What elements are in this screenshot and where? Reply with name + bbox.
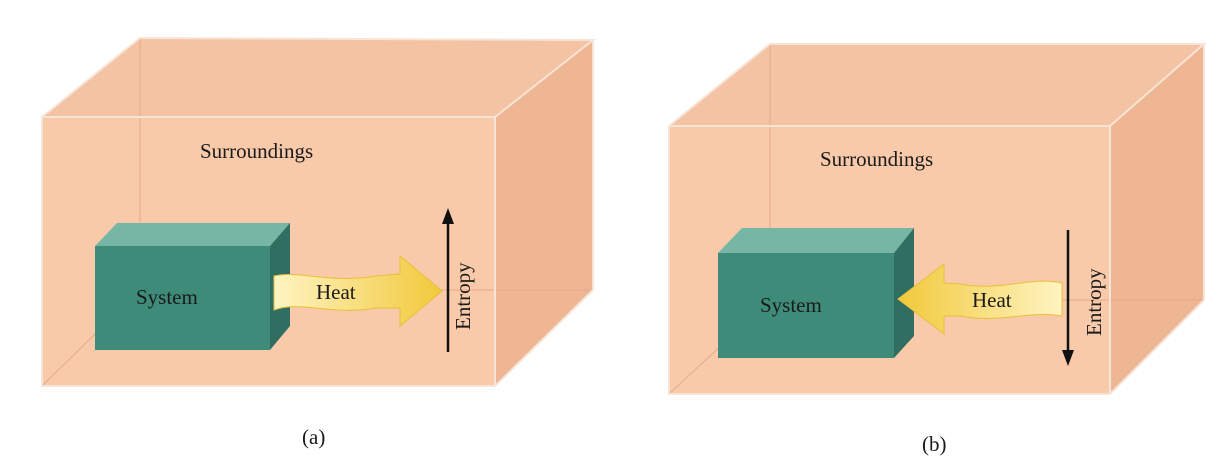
system-top-a bbox=[95, 223, 290, 246]
system-top-b bbox=[718, 228, 914, 253]
system-side-b bbox=[894, 228, 914, 358]
system-label-a: System bbox=[136, 285, 198, 309]
heat-label-b: Heat bbox=[972, 288, 1012, 312]
caption-a: (a) bbox=[302, 425, 325, 449]
system-front-a bbox=[95, 246, 270, 350]
system-label-b: System bbox=[760, 293, 822, 317]
heat-label-a: Heat bbox=[316, 280, 356, 304]
entropy-arrowhead-down-b bbox=[1062, 350, 1074, 366]
entropy-label-b: Entropy bbox=[1082, 268, 1106, 336]
entropy-label-a: Entropy bbox=[451, 262, 475, 330]
surroundings-top-face-b bbox=[669, 44, 1204, 126]
box-edges-b bbox=[668, 43, 1206, 395]
heat-arrow-b bbox=[897, 262, 1063, 336]
entropy-arrow-a bbox=[442, 208, 454, 352]
box-edges-a bbox=[41, 36, 596, 387]
panel-a: Surroundings System Heat Entropy (a) bbox=[41, 36, 596, 449]
system-cube-b bbox=[718, 228, 914, 358]
entropy-arrow-b bbox=[1062, 230, 1074, 366]
surroundings-label-b: Surroundings bbox=[820, 147, 933, 171]
system-front-b bbox=[718, 253, 894, 358]
entropy-arrowhead-up-a bbox=[442, 208, 454, 224]
surroundings-label-a: Surroundings bbox=[200, 139, 313, 163]
surroundings-right-face-b bbox=[1110, 44, 1204, 394]
caption-b: (b) bbox=[922, 432, 947, 456]
panel-b: Surroundings System Heat Entropy (b) bbox=[668, 43, 1206, 456]
heat-arrow-a bbox=[273, 254, 443, 328]
surroundings-top-face-a bbox=[42, 38, 593, 117]
surroundings-right-face-a bbox=[495, 40, 593, 386]
